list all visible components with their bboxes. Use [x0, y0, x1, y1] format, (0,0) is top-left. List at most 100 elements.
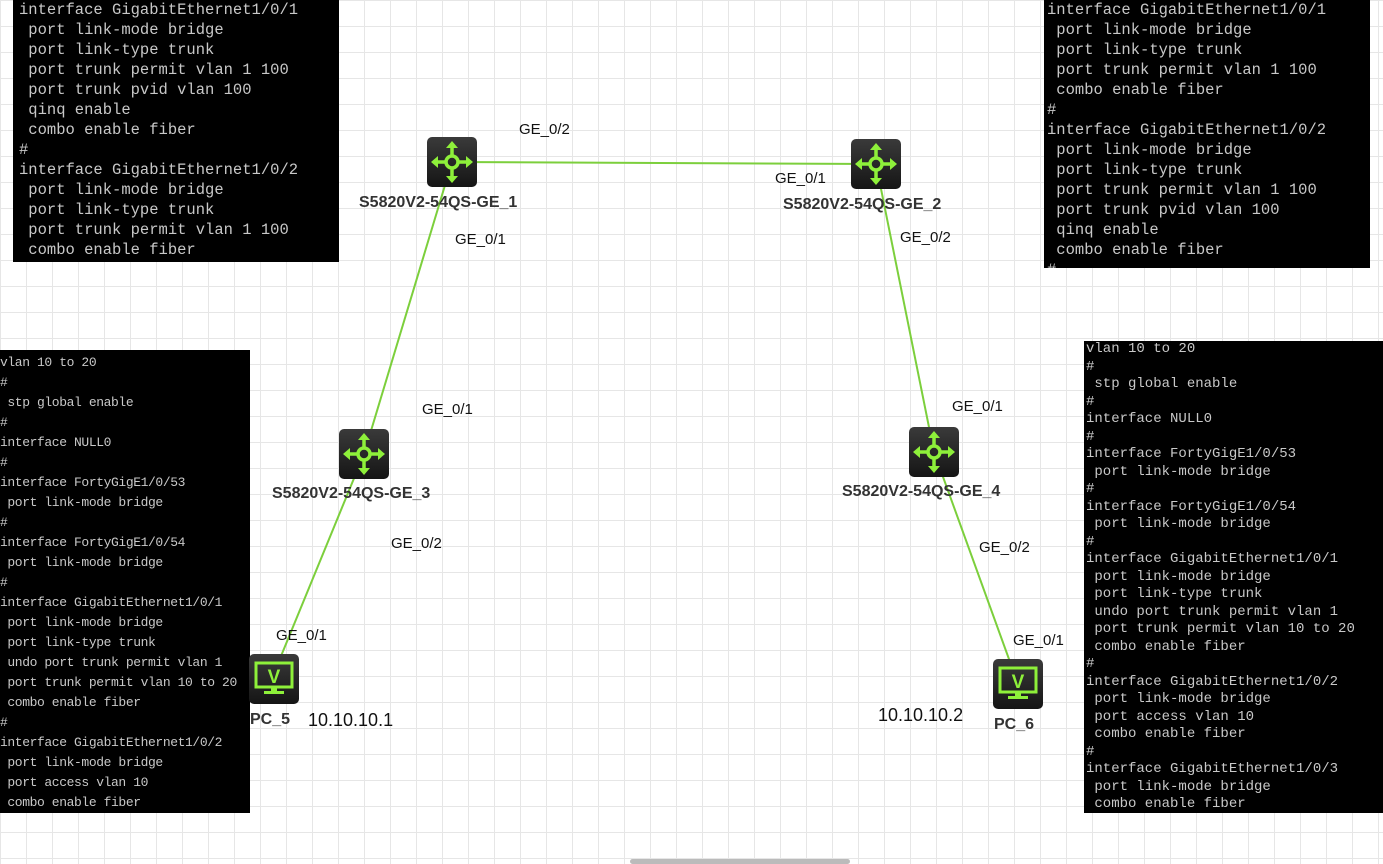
- terminal-line: port link-mode bridge: [0, 755, 163, 770]
- terminal-line: interface GigabitEthernet1/0/1: [19, 1, 299, 19]
- port-label: GE_0/1: [422, 401, 473, 418]
- switch-icon: [913, 431, 955, 473]
- terminal-line: port link-mode bridge: [19, 21, 224, 39]
- link-sw4-pc6[interactable]: [933, 451, 1019, 685]
- terminal-line: interface NULL0: [1086, 411, 1213, 427]
- terminal-line: port link-type trunk: [1047, 161, 1243, 179]
- terminal-line: port trunk pvid vlan 100: [19, 81, 252, 99]
- switch-sw3[interactable]: [339, 429, 389, 479]
- terminal-line: #: [1047, 260, 1370, 268]
- terminal-line: qinq enable: [19, 101, 131, 119]
- terminal-line: combo enable fiber: [1086, 796, 1246, 812]
- port-label: GE_0/1: [455, 231, 506, 248]
- terminal-line: #: [0, 455, 8, 470]
- terminal-line: #: [0, 715, 8, 730]
- terminal-line: port link-type trunk: [1086, 586, 1263, 602]
- switch-sw2[interactable]: [851, 139, 901, 189]
- terminal-config-top-right: interface GigabitEthernet1/0/1 port link…: [1044, 0, 1370, 268]
- terminal-line: port link-type trunk: [19, 201, 215, 219]
- terminal-line: port link-mode bridge: [0, 495, 163, 510]
- device-name-sw2: S5820V2-54QS-GE_2: [783, 196, 942, 213]
- terminal-line: interface GigabitEthernet1/0/1: [1086, 551, 1339, 567]
- switch-sw4[interactable]: [909, 427, 959, 477]
- device-name-sw3: S5820V2-54QS-GE_3: [272, 485, 431, 502]
- terminal-line: interface FortyGigE1/0/53: [0, 475, 186, 490]
- terminal-line: interface GigabitEthernet1/0/2: [0, 735, 223, 750]
- pc-6[interactable]: V: [993, 659, 1043, 709]
- terminal-line: undo port trunk permit vlan 1: [0, 655, 223, 670]
- terminal-line: port link-mode bridge: [1086, 463, 1271, 480]
- terminal-line: #: [1086, 428, 1095, 445]
- terminal-config-bottom-left: vlan 10 to 20# stp global enable#interfa…: [0, 350, 250, 813]
- terminal-line: port link-mode bridge: [0, 555, 163, 570]
- horizontal-scrollbar[interactable]: [630, 859, 850, 864]
- terminal-line: port link-type trunk: [1047, 41, 1243, 59]
- terminal-line: vlan 10 to 20: [1086, 341, 1196, 357]
- terminal-line: combo enable fiber: [1047, 81, 1224, 99]
- terminal-line: port link-mode bridge: [1086, 778, 1271, 795]
- pc-monitor-icon: V: [998, 666, 1038, 699]
- ip-pc6: 10.10.10.2: [878, 705, 964, 725]
- device-name-pc6: PC_6: [994, 716, 1035, 733]
- terminal-line: #: [0, 375, 8, 390]
- terminal-line: #: [1086, 743, 1095, 760]
- device-name-sw4: S5820V2-54QS-GE_4: [842, 483, 1001, 500]
- link-sw1-sw2[interactable]: [451, 161, 877, 165]
- terminal-line: interface GigabitEthernet1/0/2: [19, 161, 299, 179]
- link-sw3-pc5[interactable]: [271, 453, 365, 679]
- terminal-line: interface FortyGigE1/0/53: [1086, 446, 1297, 462]
- terminal-line: #: [0, 415, 8, 430]
- terminal-line: combo enable fiber: [1086, 726, 1246, 742]
- terminal-line: interface GigabitEthernet1/0/2: [1047, 121, 1327, 139]
- terminal-line: interface GigabitEthernet1/0/3: [1086, 761, 1339, 777]
- pc-5[interactable]: V: [249, 654, 299, 704]
- terminal-line: #: [1086, 393, 1095, 410]
- switch-sw1[interactable]: [427, 137, 477, 187]
- terminal-line: port link-mode bridge: [1086, 691, 1271, 707]
- switch-icon: [343, 433, 385, 475]
- port-label: GE_0/1: [1013, 632, 1064, 649]
- link-sw1-sw3[interactable]: [363, 161, 453, 455]
- terminal-line: stp global enable: [0, 395, 134, 410]
- terminal-line: stp global enable: [1086, 376, 1238, 392]
- terminal-line: port trunk permit vlan 10 to 20: [0, 675, 237, 690]
- terminal-line: #: [19, 141, 29, 159]
- device-name-sw1: S5820V2-54QS-GE_1: [359, 194, 518, 211]
- terminal-line: interface FortyGigE1/0/54: [1086, 498, 1297, 515]
- port-label: GE_0/1: [276, 627, 327, 644]
- terminal-config-bottom-right: vlan 10 to 20# stp global enable#interfa…: [1084, 341, 1383, 813]
- ip-pc5: 10.10.10.1: [308, 710, 394, 730]
- terminal-line: combo enable fiber: [0, 695, 141, 710]
- port-label: GE_0/1: [952, 398, 1003, 415]
- terminal-line: #: [0, 515, 8, 530]
- terminal-line: interface NULL0: [0, 435, 112, 450]
- terminal-line: combo enable fiber: [19, 241, 196, 259]
- svg-text:V: V: [268, 667, 281, 688]
- terminal-line: port trunk permit vlan 1 100: [1047, 61, 1317, 79]
- terminal-line: qinq enable: [1047, 221, 1159, 239]
- port-label: GE_0/1: [775, 170, 826, 187]
- terminal-line: port trunk permit vlan 1 100: [19, 221, 289, 239]
- terminal-line: port link-mode bridge: [19, 181, 224, 199]
- terminal-line: port link-mode bridge: [1047, 21, 1252, 39]
- terminal-line: port link-type trunk: [19, 41, 215, 59]
- terminal-line: port trunk permit vlan 10 to 20: [1086, 621, 1355, 637]
- terminal-line: #: [1047, 101, 1057, 119]
- terminal-line: port link-mode bridge: [1086, 568, 1271, 585]
- terminal-line: interface GigabitEthernet1/0/1: [0, 595, 223, 610]
- terminal-line: port link-mode bridge: [1047, 141, 1252, 159]
- switch-icon: [431, 141, 473, 183]
- terminal-line: #: [1086, 533, 1095, 550]
- terminal-line: #: [1086, 481, 1095, 497]
- port-label: GE_0/2: [391, 535, 442, 552]
- terminal-line: interface GigabitEthernet1/0/1: [1047, 1, 1327, 19]
- port-label: GE_0/2: [979, 539, 1030, 556]
- terminal-line: #: [1086, 358, 1095, 375]
- terminal-line: interface FortyGigE1/0/54: [0, 535, 186, 550]
- terminal-line: combo enable fiber: [1047, 241, 1224, 259]
- terminal-line: interface GigabitEthernet1/0/2: [1086, 673, 1339, 690]
- link-sw2-sw4[interactable]: [875, 163, 935, 453]
- terminal-line: port trunk pvid vlan 100: [1047, 201, 1280, 219]
- terminal-line: undo port trunk permit vlan 1: [1086, 603, 1339, 620]
